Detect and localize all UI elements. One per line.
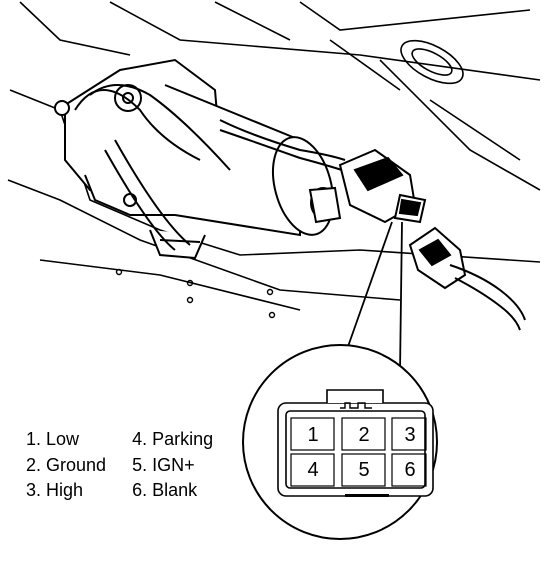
pin-4: 4 xyxy=(307,459,318,481)
harness-connector xyxy=(408,226,526,331)
legend-item: 5. IGN+ xyxy=(132,454,195,475)
pin-labels: 1 2 3 4 5 6 xyxy=(307,424,415,481)
legend-item: 4. Parking xyxy=(132,429,214,449)
pin-legend-left: 1. Low 2. Ground 3. High xyxy=(26,427,106,504)
mounting-holes xyxy=(115,268,276,319)
pin-1: 1 xyxy=(307,424,318,446)
legend-item: 6. Blank xyxy=(132,480,198,500)
pin-legend: 1. Low 2. Ground 3. High 4. Parking 5. I… xyxy=(26,427,213,504)
pin-6: 6 xyxy=(404,459,415,481)
pin-2: 2 xyxy=(358,424,369,446)
motor-connector xyxy=(338,148,427,224)
legend-item: 2. Ground xyxy=(26,454,107,475)
callout-lines xyxy=(344,221,403,373)
legend-item: 1. Low xyxy=(26,429,80,449)
legend-item: 3. High xyxy=(26,480,84,500)
pin-grid xyxy=(290,417,427,487)
pin-5: 5 xyxy=(358,459,369,481)
wiper-motor xyxy=(54,58,349,260)
pin-legend-right: 4. Parking 5. IGN+ 6. Blank xyxy=(132,427,213,504)
pin-3: 3 xyxy=(404,424,415,446)
